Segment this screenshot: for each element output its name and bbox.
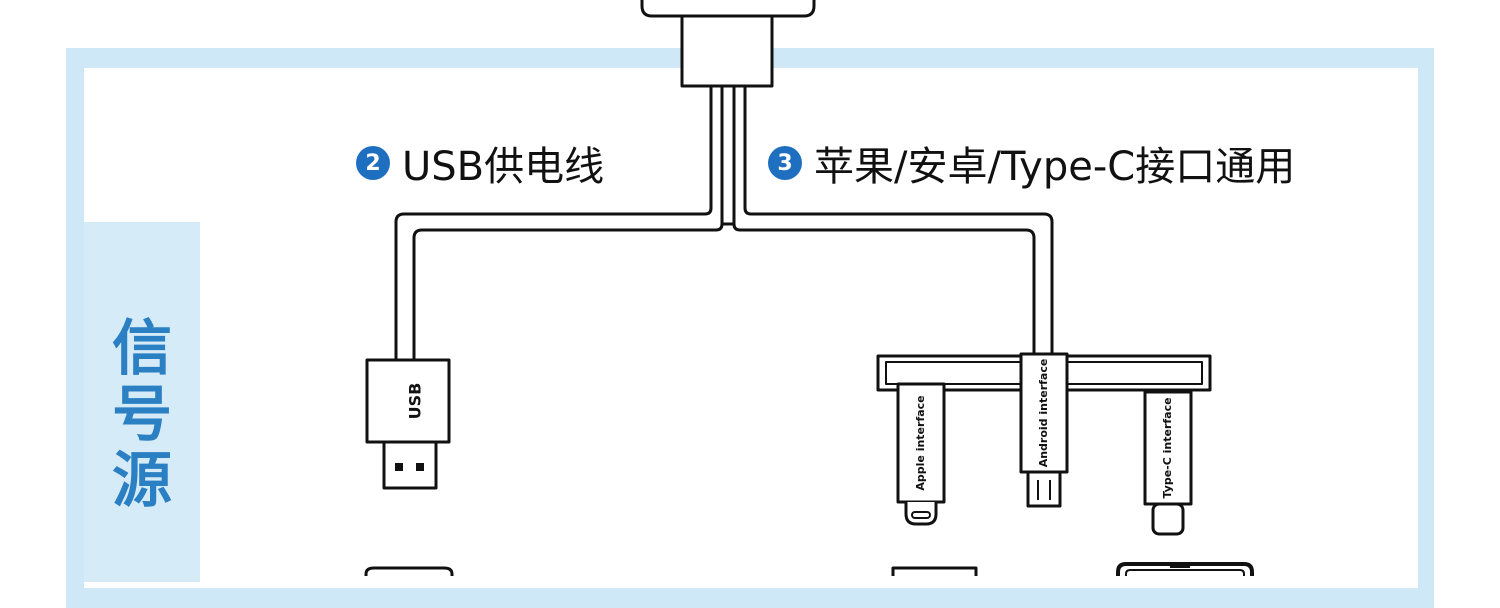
bottom-phone-icon [1116,562,1254,576]
typec-connector-icon [1143,390,1193,536]
top-connector-icon [680,14,774,88]
apple-label: Apple interface [914,395,927,490]
callout-usb-power-cable: 2 USB供电线 [356,134,604,192]
callout-text: USB供电线 [402,144,605,190]
bottom-device-icon [891,566,978,576]
typec-label: Type-C interface [1161,397,1174,498]
callout-universal-interface: 3 苹果/安卓/Type-C接口通用 [768,134,1295,192]
callout-text: 苹果/安卓/Type-C接口通用 [814,144,1296,190]
usb-plug-icon [365,358,451,490]
android-label: Android interface [1037,359,1050,468]
top-device-icon [640,0,816,18]
bottom-usb-device-icon [364,566,454,576]
callout-number-badge: 2 [356,146,390,180]
side-tab: 信号源 [84,222,200,582]
usb-label: USB [406,383,425,420]
cable-diagram: USB Apple interface Android interface Ty… [364,0,1254,576]
apple-connector-icon [896,382,946,526]
callout-number-badge: 3 [768,146,802,180]
cable-icon [394,86,1054,360]
side-label: 信号源 [112,314,172,516]
android-connector-icon [1019,352,1069,508]
panel-inner [84,68,1418,588]
